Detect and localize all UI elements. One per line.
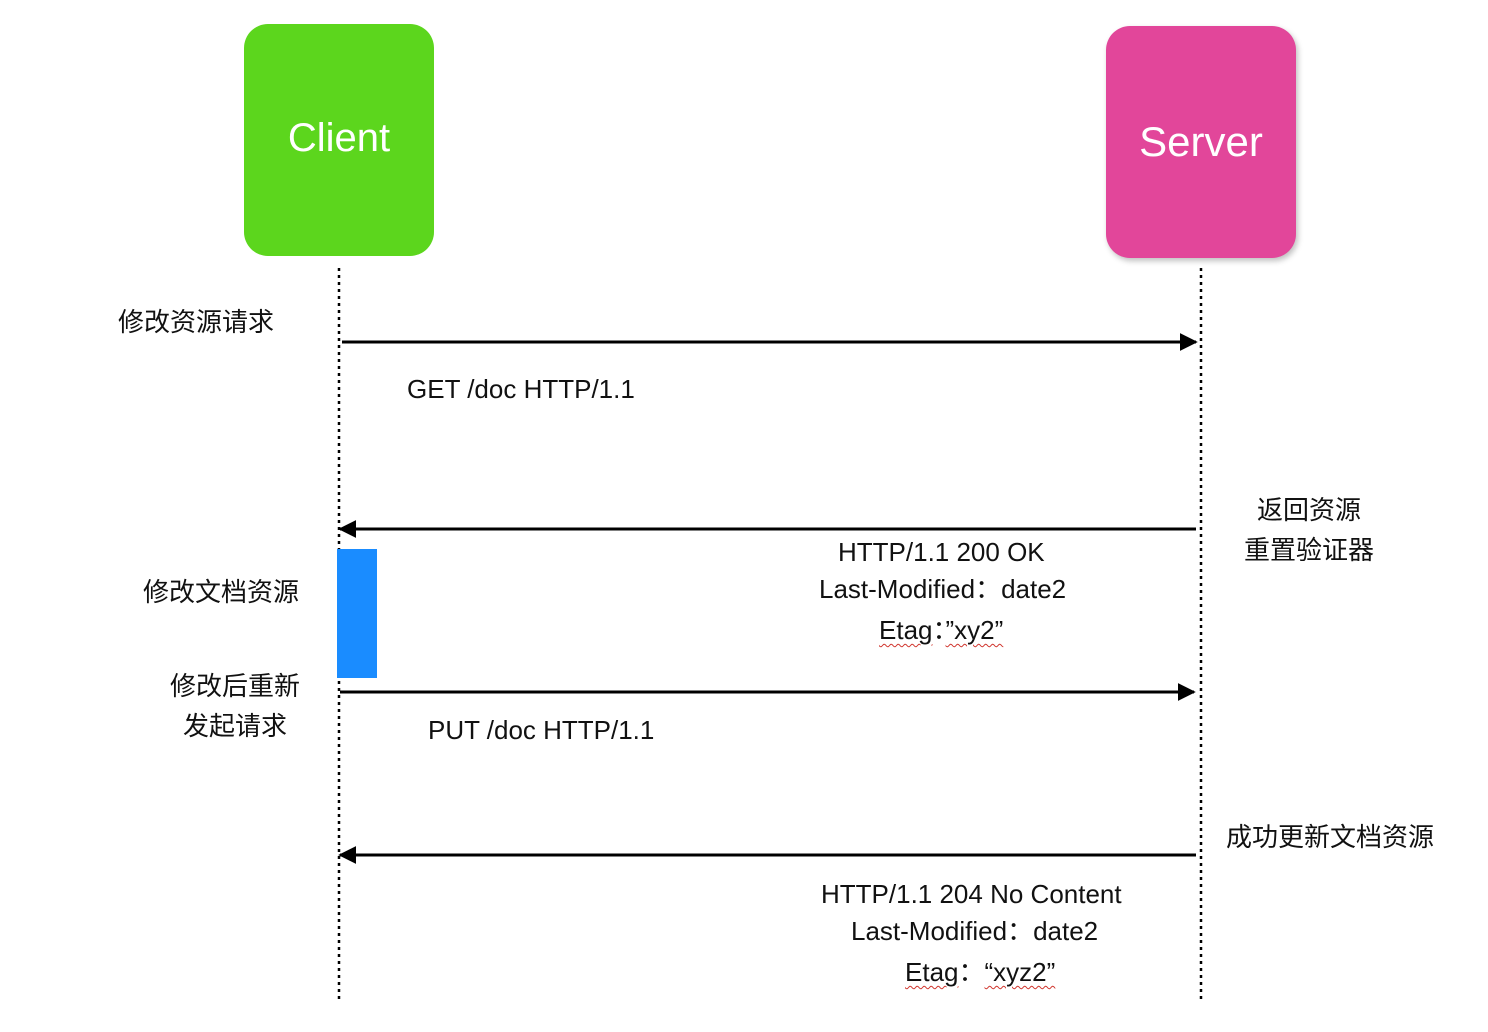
etag-key: Etag	[905, 957, 959, 987]
response-204-status: HTTP/1.1 204 No Content	[821, 879, 1122, 909]
reset-validator-note: 重置验证器	[1244, 536, 1375, 566]
return-resource-note: 返回资源	[1257, 496, 1362, 526]
server-label: Server	[1139, 118, 1263, 165]
modify-document-note: 修改文档资源	[143, 578, 300, 608]
server-actor: Server	[1106, 26, 1296, 258]
last-modified-key: Last-Modified：	[819, 574, 1002, 604]
modify-request-note: 修改资源请求	[118, 308, 275, 338]
response-204-etag: Etag：“xyz2”	[905, 959, 1055, 985]
client-activation-bar	[337, 549, 377, 678]
response-204-last-modified: Last-Modified：date2	[851, 918, 1098, 944]
response-200-last-modified: Last-Modified：date2	[819, 576, 1066, 602]
client-actor: Client	[244, 24, 434, 256]
response-200-status: HTTP/1.1 200 OK	[838, 537, 1045, 567]
etag-separator: ：	[932, 615, 946, 645]
client-label: Client	[287, 115, 391, 160]
resend-note-line1: 修改后重新	[170, 672, 301, 702]
etag-value: “xyz2”	[984, 957, 1056, 987]
put-request-label: PUT /doc HTTP/1.1	[428, 715, 655, 745]
etag-value: ”xy2”	[945, 615, 1004, 645]
last-modified-value: date2	[1001, 574, 1067, 604]
last-modified-key: Last-Modified：	[851, 916, 1034, 946]
get-request-label: GET /doc HTTP/1.1	[407, 374, 635, 404]
last-modified-value: date2	[1033, 916, 1099, 946]
resend-note-line2: 发起请求	[183, 712, 288, 742]
etag-separator: ：	[958, 957, 985, 987]
etag-key: Etag	[879, 615, 933, 645]
update-success-note: 成功更新文档资源	[1226, 823, 1435, 853]
response-200-etag: Etag：”xy2”	[879, 617, 1003, 643]
